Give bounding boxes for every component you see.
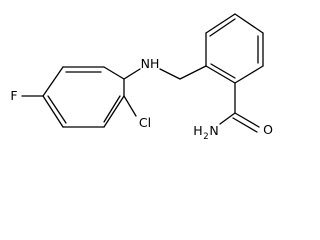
atom-label-o: O xyxy=(263,122,273,137)
bond xyxy=(47,95,67,124)
h2n-subscript: 2 xyxy=(203,132,208,142)
atom-label-nh: NH xyxy=(141,56,160,71)
bond-n-ch2 xyxy=(159,68,181,80)
molecule-drawing: NH Cl F O H 2 N xyxy=(10,13,273,142)
bond-c-o-1 xyxy=(234,112,260,128)
left-ring xyxy=(42,66,125,128)
atom-label-f: F xyxy=(10,88,17,103)
bond xyxy=(103,66,125,80)
atom-label-cl: Cl xyxy=(139,115,151,130)
bond xyxy=(234,65,264,84)
bond xyxy=(42,66,64,97)
bond xyxy=(205,13,236,34)
h2n-h: H xyxy=(193,123,202,138)
bond-c-n xyxy=(123,68,141,80)
right-ring xyxy=(205,13,264,84)
atom-label-h2n: H 2 N xyxy=(193,123,218,142)
bond-c-n-amide xyxy=(219,112,236,125)
bond xyxy=(42,95,64,128)
bond-ch2-ring xyxy=(179,65,207,80)
bond xyxy=(210,63,236,79)
structure-canvas: NH Cl F O H 2 N xyxy=(10,13,273,142)
bond xyxy=(209,18,236,37)
bond-c-cl xyxy=(123,95,137,117)
bond xyxy=(205,65,236,84)
bond xyxy=(103,95,121,123)
bond-c-o-2 xyxy=(232,117,258,133)
bond xyxy=(234,13,264,34)
bond xyxy=(103,95,125,128)
h2n-n: N xyxy=(209,123,218,138)
